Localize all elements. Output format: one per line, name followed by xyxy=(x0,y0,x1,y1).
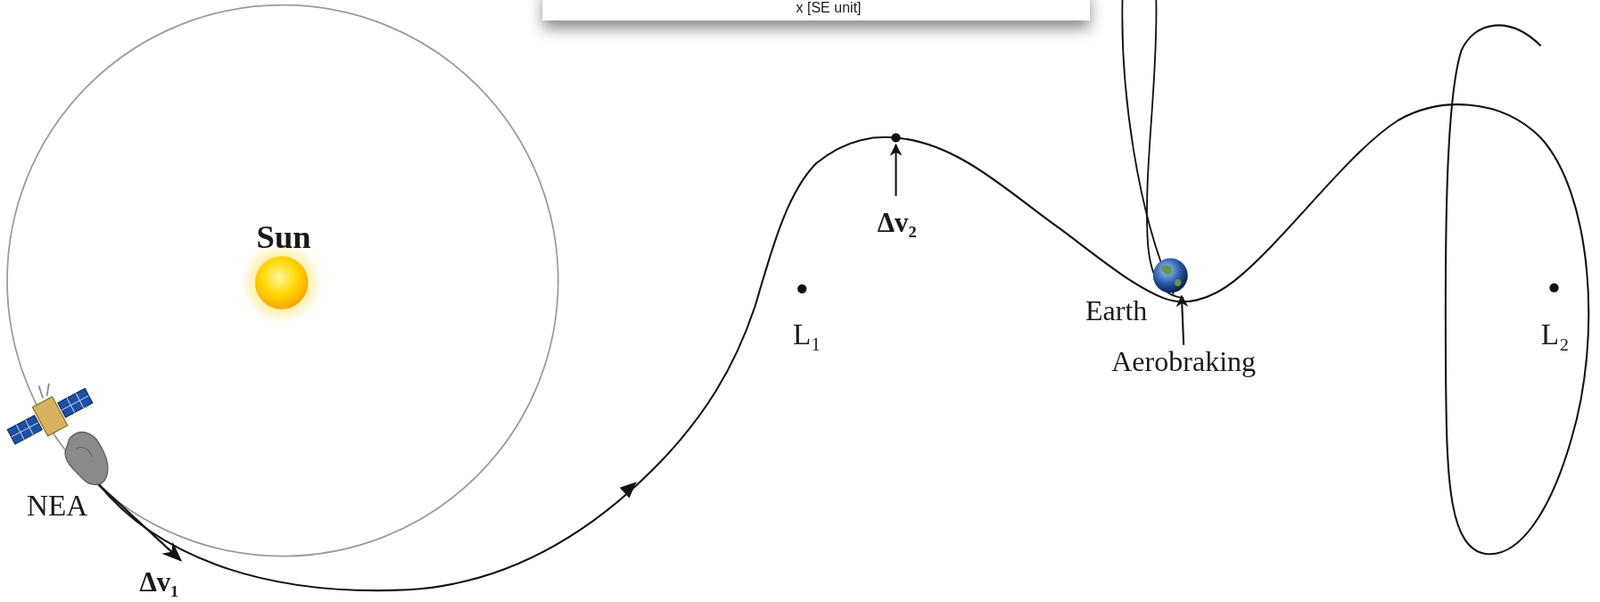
axis-label: x [SE unit] xyxy=(796,0,862,17)
body-label: Earth xyxy=(1085,295,1147,327)
lagrange-label: L₂ xyxy=(1541,318,1570,351)
maneuver-label: Δv₂ xyxy=(877,208,917,240)
delta-v-arrow xyxy=(895,144,898,196)
maneuver-label: Δv₁ xyxy=(139,567,179,598)
lagrange-point xyxy=(1549,282,1559,292)
sun-icon xyxy=(255,255,308,309)
earth-land xyxy=(1161,264,1181,287)
lagrange-label: L₁ xyxy=(792,318,822,351)
body-label: Sun xyxy=(256,219,312,256)
maneuver-label: Aerobraking xyxy=(1111,346,1256,379)
asteroid-spacecraft xyxy=(7,383,108,485)
body-label: NEA xyxy=(26,489,88,522)
direction-arrow xyxy=(619,476,642,498)
orbit-circle xyxy=(7,5,559,557)
lagrange-point xyxy=(797,284,807,294)
axis-panel xyxy=(543,0,1090,21)
aerobraking-arrow xyxy=(1181,296,1184,346)
delta-v-arrow xyxy=(98,484,182,561)
burn-point xyxy=(890,132,900,142)
earth-icon xyxy=(1153,257,1188,293)
earth-loop xyxy=(1146,0,1184,298)
trajectory-path xyxy=(98,24,1589,591)
